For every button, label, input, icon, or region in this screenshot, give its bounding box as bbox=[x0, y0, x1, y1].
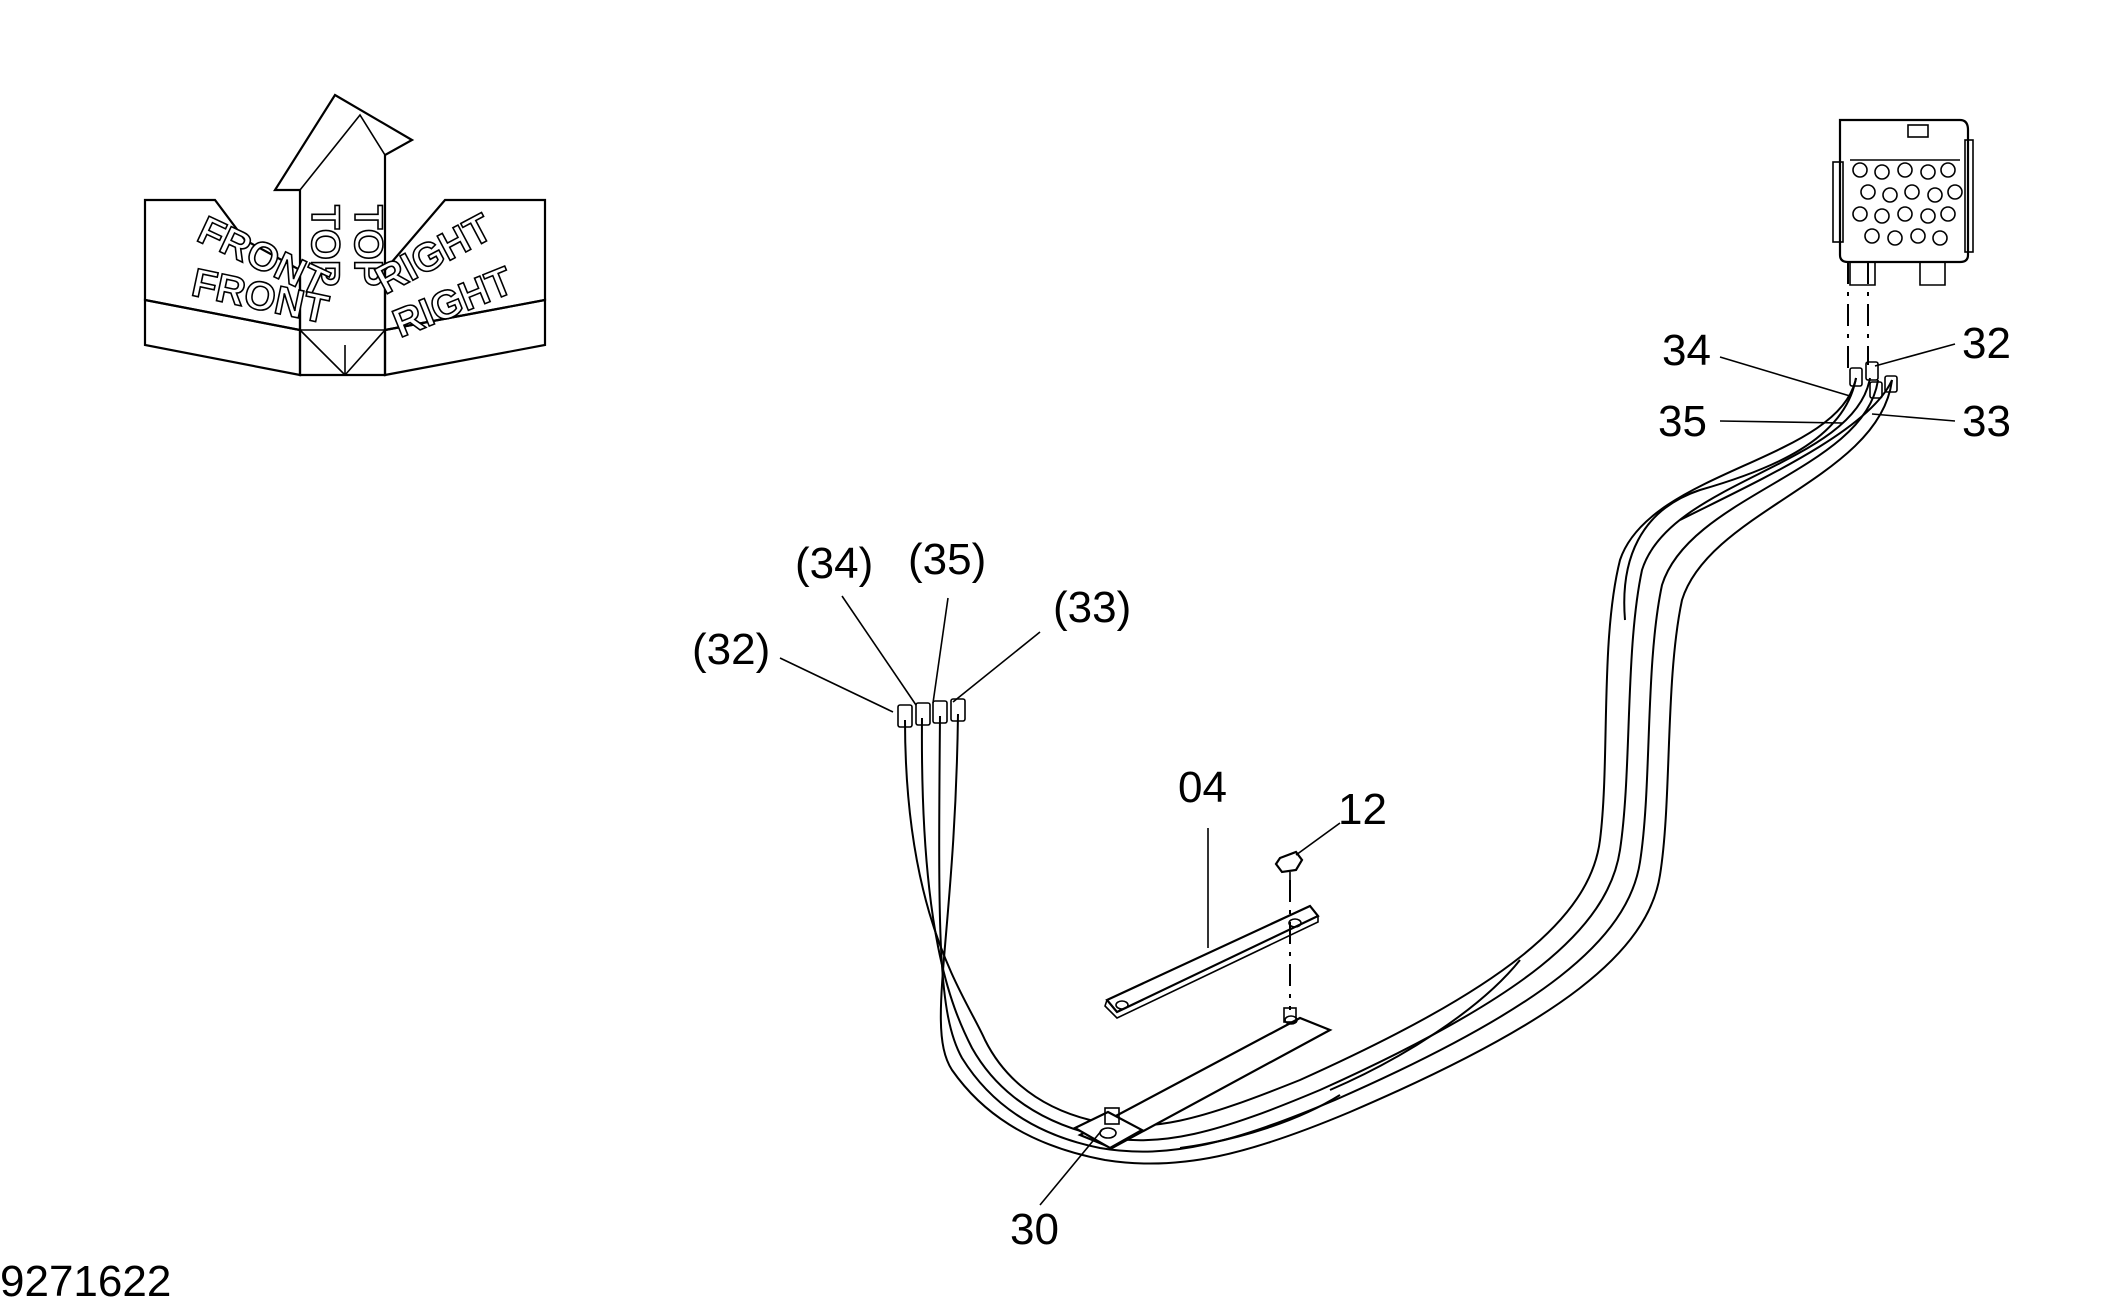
clamp-cover-04 bbox=[1104, 904, 1320, 1019]
callout-32: 32 bbox=[1962, 319, 2011, 368]
callout-33: 33 bbox=[1962, 397, 2011, 446]
callout-labels: 34 32 35 33 (34) (35) (33) (32) 04 12 30 bbox=[692, 319, 2011, 1254]
control-valve-block bbox=[1832, 118, 1974, 286]
leader-lines bbox=[779, 343, 1956, 1206]
callout-34: 34 bbox=[1662, 326, 1711, 375]
drawing-number: 9271622 bbox=[0, 1257, 171, 1306]
orientation-indicator: TOP TOP FRONT FRONT RIGHT RIGHT bbox=[143, 93, 547, 377]
orientation-top-label: TOP bbox=[303, 205, 347, 287]
orientation-top-label-2: TOP bbox=[346, 205, 390, 287]
callout-35: 35 bbox=[1658, 397, 1707, 446]
callout-12: 12 bbox=[1338, 785, 1387, 834]
hose-end-fittings-valve bbox=[1849, 361, 1898, 399]
valve-ports bbox=[1852, 162, 1963, 246]
callout-30: 30 bbox=[1010, 1205, 1059, 1254]
callout-32-ref: (32) bbox=[692, 625, 770, 674]
bolt-12 bbox=[1274, 850, 1304, 1010]
callout-33-ref: (33) bbox=[1053, 583, 1131, 632]
clamp-base-30 bbox=[1072, 1007, 1333, 1150]
callout-04: 04 bbox=[1178, 763, 1227, 812]
callout-34-ref: (34) bbox=[795, 539, 873, 588]
hose-assembly bbox=[904, 377, 1893, 1165]
callout-35-ref: (35) bbox=[908, 535, 986, 584]
hose-end-fittings-left bbox=[897, 698, 966, 728]
